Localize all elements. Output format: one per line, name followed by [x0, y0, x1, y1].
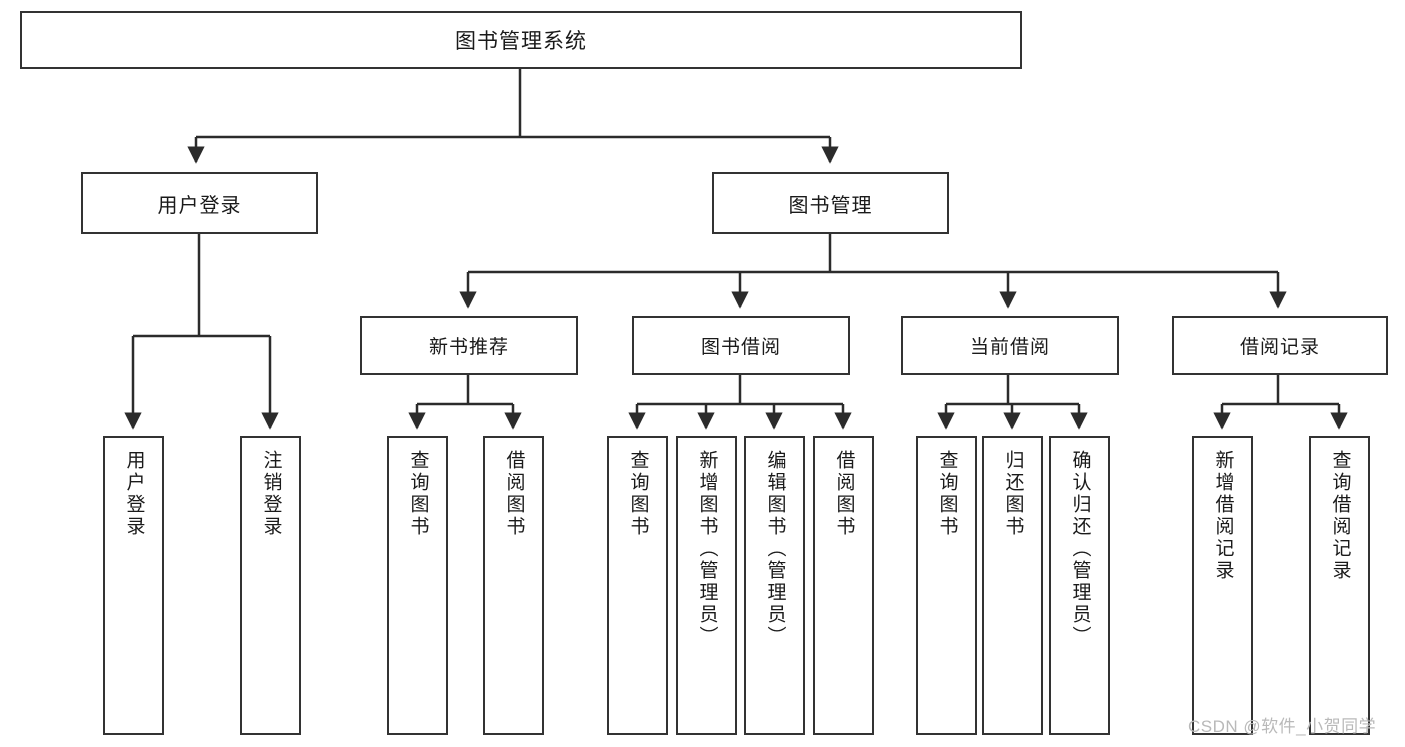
node-user-login[interactable]: 用户登录 [81, 172, 318, 234]
node-new-book-recommend-label: 新书推荐 [428, 337, 509, 358]
node-leaf-return-book[interactable]: 归还图书 [982, 436, 1043, 735]
node-leaf-add-borrow-record-label: 新增借阅记录 [1212, 450, 1234, 582]
node-leaf-logout-label: 注销登录 [260, 450, 282, 538]
node-book-borrow-label: 图书借阅 [700, 337, 781, 358]
node-leaf-confirm-return-admin[interactable]: 确认归还（管理员） [1049, 436, 1110, 735]
node-leaf-newbook-query-book-label: 查询图书 [407, 450, 429, 538]
node-leaf-logout[interactable]: 注销登录 [240, 436, 301, 735]
node-leaf-user-login-label: 用户登录 [123, 450, 145, 538]
node-leaf-borrow-query-book[interactable]: 查询图书 [607, 436, 668, 735]
node-root-system[interactable]: 图书管理系统 [20, 11, 1022, 69]
node-leaf-add-borrow-record[interactable]: 新增借阅记录 [1192, 436, 1253, 735]
node-user-login-label: 用户登录 [157, 194, 242, 217]
node-new-book-recommend[interactable]: 新书推荐 [360, 316, 578, 375]
node-borrow-record[interactable]: 借阅记录 [1172, 316, 1388, 375]
node-book-management[interactable]: 图书管理 [712, 172, 949, 234]
node-leaf-newbook-borrow-book[interactable]: 借阅图书 [483, 436, 544, 735]
node-leaf-return-book-label: 归还图书 [1002, 450, 1024, 538]
node-leaf-current-query-book-label: 查询图书 [936, 450, 958, 538]
node-leaf-borrow-book-label: 借阅图书 [833, 450, 855, 538]
node-leaf-query-borrow-record[interactable]: 查询借阅记录 [1309, 436, 1370, 735]
csdn-watermark: CSDN @软件_小贺同学 [1188, 717, 1377, 736]
node-leaf-add-book-admin-label: 新增图书（管理员） [696, 450, 718, 648]
node-book-management-label: 图书管理 [788, 194, 873, 217]
node-leaf-borrow-book[interactable]: 借阅图书 [813, 436, 874, 735]
node-book-borrow[interactable]: 图书借阅 [632, 316, 850, 375]
node-leaf-current-query-book[interactable]: 查询图书 [916, 436, 977, 735]
node-leaf-newbook-borrow-book-label: 借阅图书 [503, 450, 525, 538]
node-leaf-borrow-query-book-label: 查询图书 [627, 450, 649, 538]
node-leaf-user-login[interactable]: 用户登录 [103, 436, 164, 735]
node-leaf-confirm-return-admin-label: 确认归还（管理员） [1069, 450, 1091, 648]
node-leaf-edit-book-admin-label: 编辑图书（管理员） [764, 450, 786, 648]
node-leaf-add-book-admin[interactable]: 新增图书（管理员） [676, 436, 737, 735]
node-current-borrow-label: 当前借阅 [969, 337, 1050, 358]
node-current-borrow[interactable]: 当前借阅 [901, 316, 1119, 375]
node-leaf-edit-book-admin[interactable]: 编辑图书（管理员） [744, 436, 805, 735]
node-leaf-newbook-query-book[interactable]: 查询图书 [387, 436, 448, 735]
node-root-label: 图书管理系统 [455, 30, 587, 53]
node-leaf-query-borrow-record-label: 查询借阅记录 [1329, 450, 1351, 582]
node-borrow-record-label: 借阅记录 [1239, 337, 1320, 358]
